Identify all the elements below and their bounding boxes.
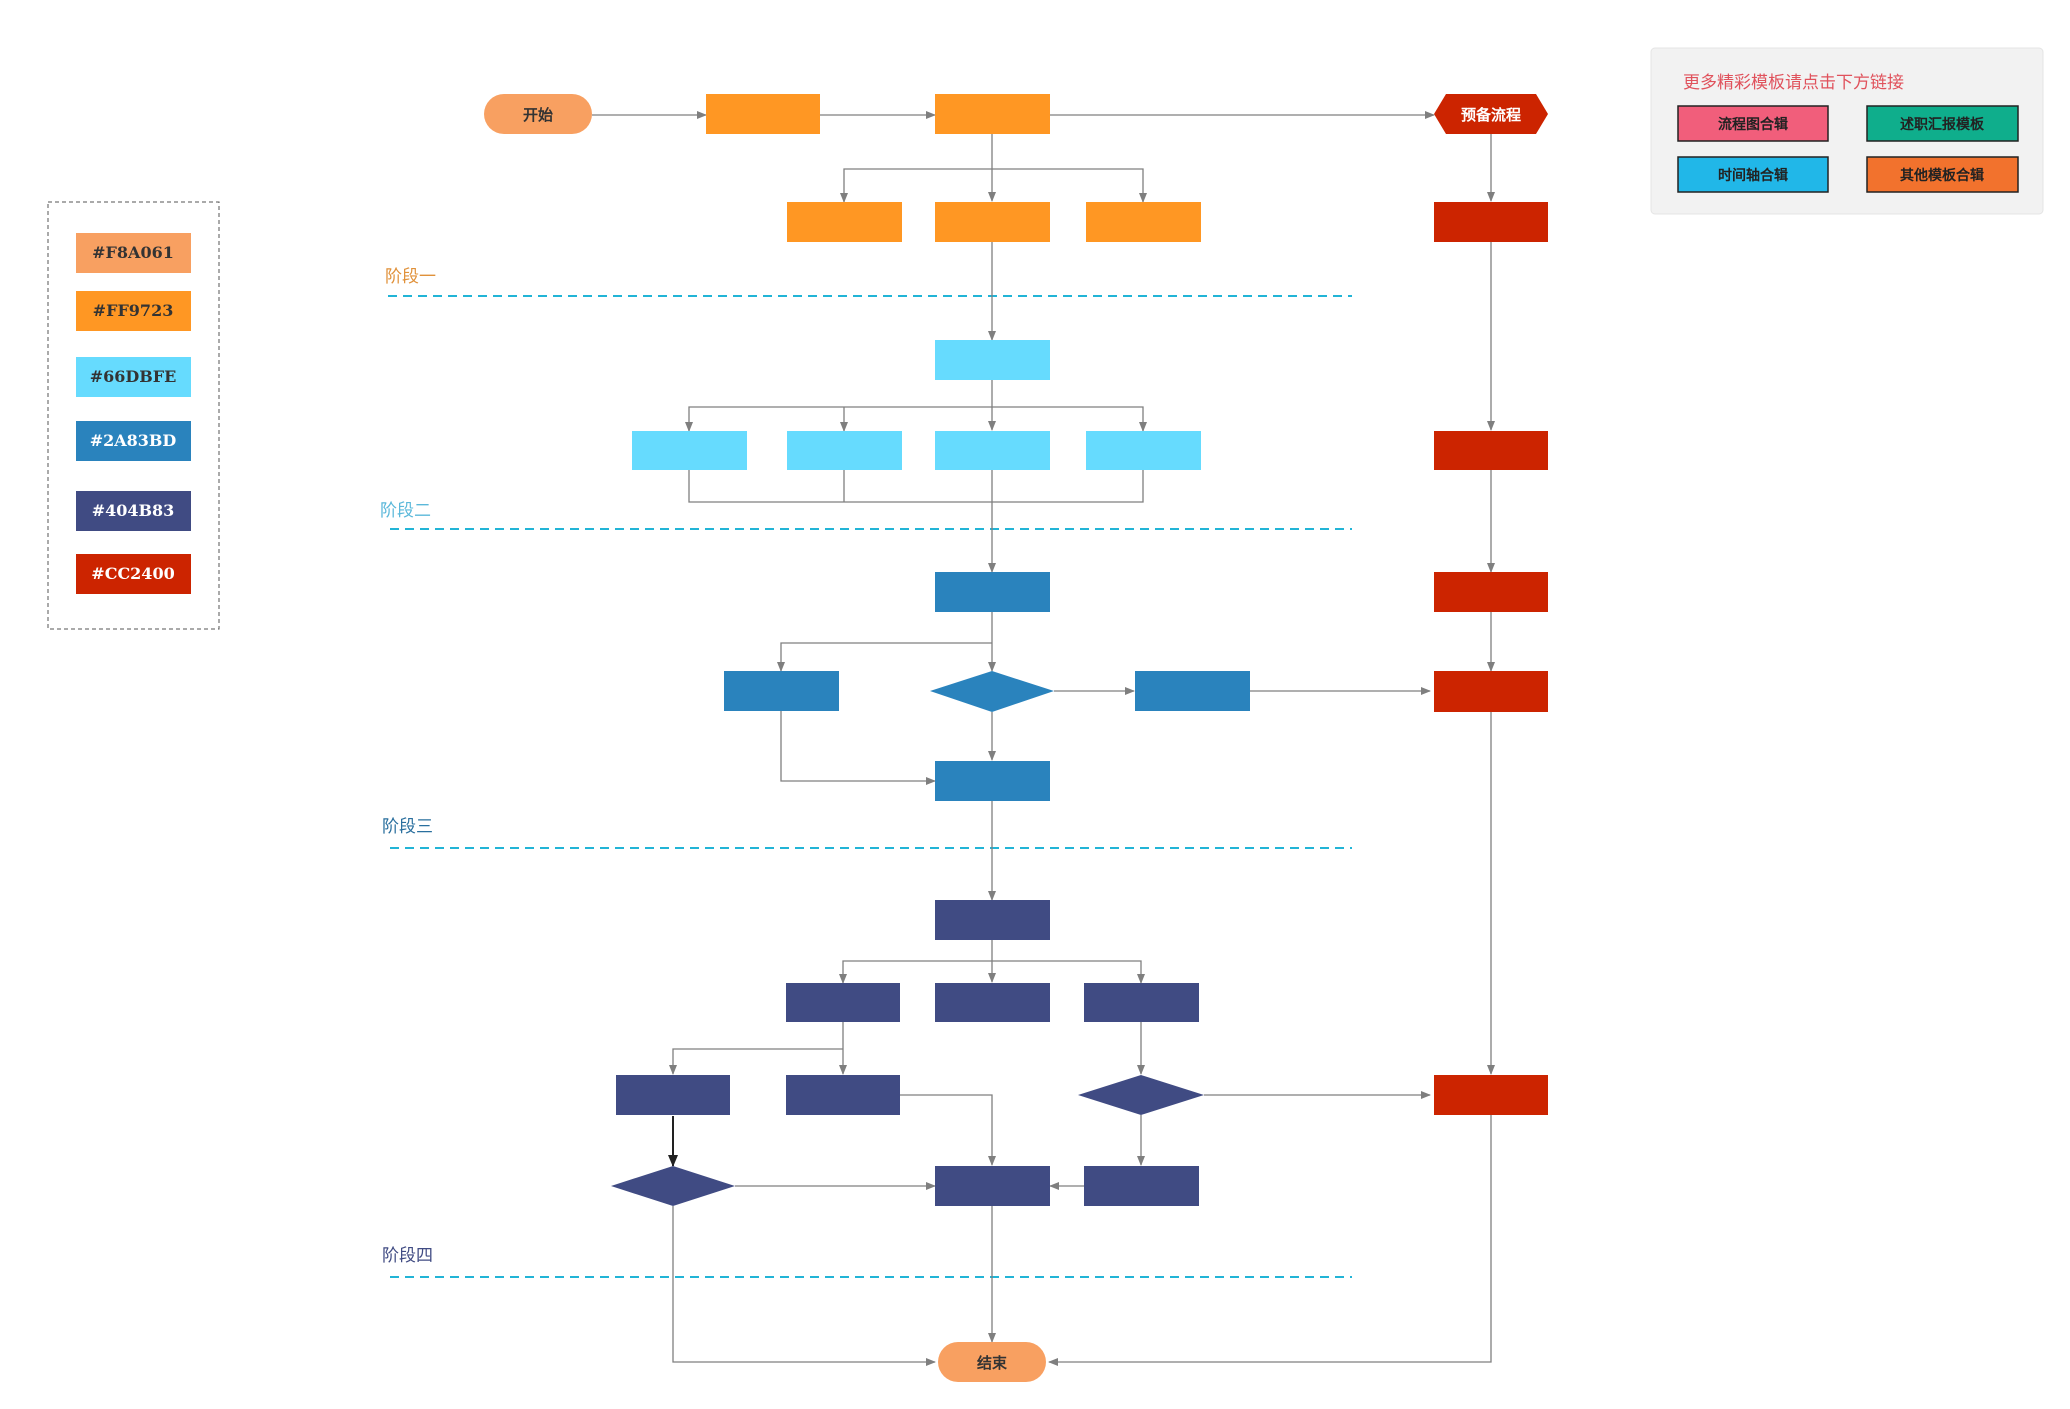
process-box[interactable] <box>935 900 1050 940</box>
backup-box[interactable] <box>1434 431 1548 470</box>
stage-dividers: 阶段一 阶段二 阶段三 阶段四 <box>380 267 1352 1278</box>
process-box[interactable] <box>1084 1166 1199 1206</box>
legend-swatch-label: #FF9723 <box>93 301 174 320</box>
stage-label-2: 阶段二 <box>380 501 431 521</box>
stage-label-1: 阶段一 <box>385 267 436 287</box>
legend-swatch-3: #66DBFE <box>76 357 191 397</box>
backup-box[interactable] <box>1434 1075 1548 1115</box>
legend-frame <box>47 201 220 630</box>
end-label: 结束 <box>977 1354 1008 1372</box>
process-box[interactable] <box>935 1166 1050 1206</box>
process-box[interactable] <box>1084 983 1199 1022</box>
process-box[interactable] <box>935 983 1050 1022</box>
connector <box>688 470 1144 503</box>
connector <box>777 642 992 672</box>
link-label: 其他模板合辑 <box>1900 167 1984 184</box>
link-label: 流程图合辑 <box>1718 116 1788 133</box>
connector <box>780 711 936 785</box>
backup-decision-hexagon[interactable] <box>1434 94 1548 134</box>
decision-diamond[interactable] <box>611 1166 735 1206</box>
connector <box>688 406 1144 430</box>
legend-swatch-4: #2A83BD <box>76 421 191 461</box>
legend-swatch-label: #CC2400 <box>91 564 174 583</box>
color-legend: #F8A061 #FF9723 #66DBFE #2A83BD #404B83 … <box>47 201 220 630</box>
connector <box>842 960 1142 982</box>
connector <box>900 1094 996 1166</box>
legend-swatch-label: #404B83 <box>92 501 175 520</box>
process-box[interactable] <box>787 202 902 242</box>
process-box[interactable] <box>724 671 839 711</box>
link-label: 述职汇报模板 <box>1900 116 1985 133</box>
stage-label-4: 阶段四 <box>382 1246 433 1266</box>
connector <box>669 1048 843 1075</box>
backup-box[interactable] <box>1434 572 1548 612</box>
backup-process-label: 预备流程 <box>1461 106 1521 124</box>
legend-swatch-5: #404B83 <box>76 491 191 531</box>
process-box[interactable] <box>935 340 1050 380</box>
process-box[interactable] <box>786 1075 900 1115</box>
link-other-templates[interactable]: 其他模板合辑 <box>1866 156 2019 193</box>
process-box[interactable] <box>786 983 900 1022</box>
process-box[interactable] <box>935 761 1050 801</box>
end-terminator[interactable]: 结束 <box>938 1342 1046 1382</box>
process-box[interactable] <box>935 572 1050 612</box>
panel-title: 更多精彩模板请点击下方链接 <box>1683 73 1904 93</box>
stage-label-3: 阶段三 <box>382 817 433 837</box>
link-timeline-collection[interactable]: 时间轴合辑 <box>1677 156 1829 193</box>
flow-nodes: 开始 预备流程 <box>484 94 1548 1382</box>
link-flowchart-collection[interactable]: 流程图合辑 <box>1677 105 1829 142</box>
process-box[interactable] <box>1135 671 1250 711</box>
process-box[interactable] <box>1086 202 1201 242</box>
legend-swatch-6: #CC2400 <box>76 554 191 594</box>
connector <box>843 168 1144 201</box>
legend-swatch-label: #2A83BD <box>90 431 177 450</box>
legend-swatch-label: #F8A061 <box>92 243 174 262</box>
process-box[interactable] <box>787 431 902 470</box>
start-label: 开始 <box>523 106 553 124</box>
process-box[interactable] <box>1086 431 1201 470</box>
process-box[interactable] <box>706 94 820 134</box>
decision-diamond[interactable] <box>930 671 1054 712</box>
start-terminator[interactable]: 开始 <box>484 94 592 134</box>
decision-diamond[interactable] <box>1078 1075 1204 1115</box>
process-box[interactable] <box>935 94 1050 134</box>
backup-box[interactable] <box>1434 671 1548 712</box>
process-box[interactable] <box>632 431 747 470</box>
link-label: 时间轴合辑 <box>1718 167 1788 184</box>
legend-swatch-label: #66DBFE <box>90 367 177 386</box>
template-links-panel: 更多精彩模板请点击下方链接 流程图合辑 述职汇报模板 时间轴合辑 其他模板合辑 <box>1650 47 2044 215</box>
connector <box>1048 1115 1492 1366</box>
backup-box[interactable] <box>1434 202 1548 242</box>
connector <box>672 1206 936 1366</box>
process-box[interactable] <box>935 431 1050 470</box>
process-box[interactable] <box>616 1075 730 1115</box>
legend-swatch-1: #F8A061 <box>76 233 191 273</box>
link-report-templates[interactable]: 述职汇报模板 <box>1866 105 2019 142</box>
legend-swatch-2: #FF9723 <box>76 291 191 331</box>
process-box[interactable] <box>935 202 1050 242</box>
